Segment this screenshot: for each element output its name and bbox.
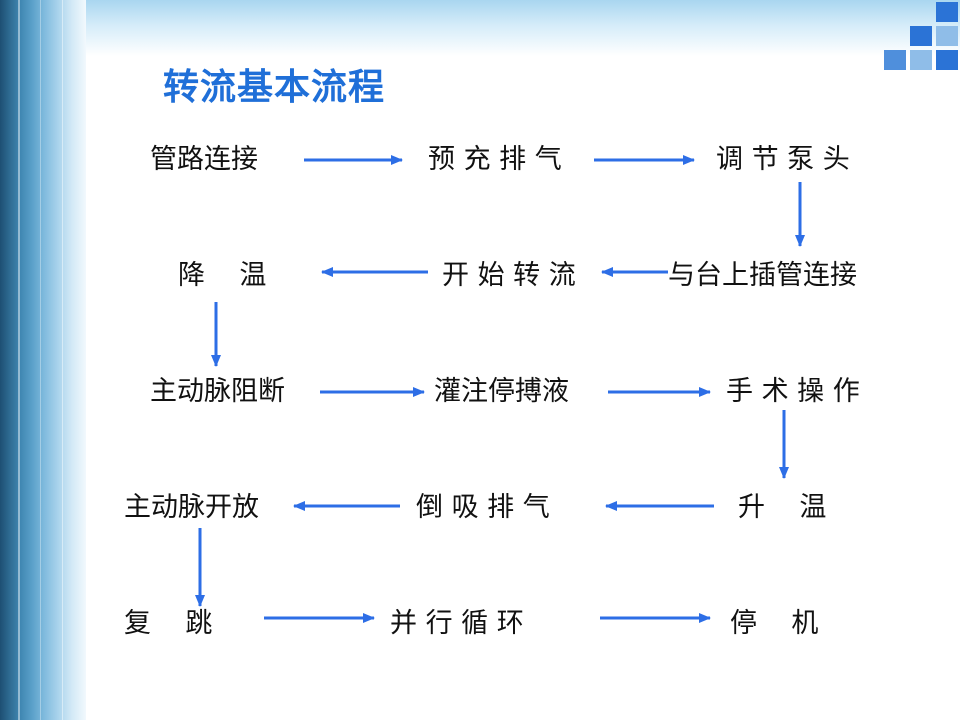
flow-step-aortic-unclamp: 主动脉开放 — [124, 492, 259, 523]
flow-step-priming: 预 充 排 气 — [428, 144, 562, 175]
flow-step-parallel-circulation: 并 行 循 环 — [390, 608, 524, 639]
left-bar-stripe — [62, 0, 63, 720]
flow-step-heart-restart: 复 跳 — [124, 608, 213, 639]
left-bar-stripe — [40, 0, 41, 720]
top-gradient-band — [86, 0, 960, 56]
flow-step-adjust-pump: 调 节 泵 头 — [716, 144, 850, 175]
flow-step-venting: 倒 吸 排 气 — [416, 492, 550, 523]
flow-step-surgery: 手 术 操 作 — [726, 376, 860, 407]
decor-square — [910, 26, 932, 46]
flow-step-rewarming: 升 温 — [738, 492, 827, 523]
slide-title: 转流基本流程 — [163, 67, 386, 108]
left-decoration-bar — [0, 0, 86, 720]
flow-step-cannula-connection: 与台上插管连接 — [668, 260, 857, 291]
decor-square — [936, 26, 958, 46]
flow-step-cooling: 降 温 — [178, 260, 267, 291]
corner-squares-decoration — [880, 0, 960, 74]
decor-square — [936, 50, 958, 70]
flow-step-cardioplegia: 灌注停搏液 — [434, 376, 569, 407]
left-bar-stripe — [18, 0, 20, 720]
flow-step-pipe-connection: 管路连接 — [150, 144, 258, 175]
decor-square — [910, 50, 932, 70]
decor-square — [884, 50, 906, 70]
flow-step-start-bypass: 开 始 转 流 — [442, 260, 576, 291]
decor-square — [936, 2, 958, 22]
flow-step-stop-machine: 停 机 — [730, 608, 819, 639]
flow-step-aortic-clamp: 主动脉阻断 — [150, 376, 285, 407]
